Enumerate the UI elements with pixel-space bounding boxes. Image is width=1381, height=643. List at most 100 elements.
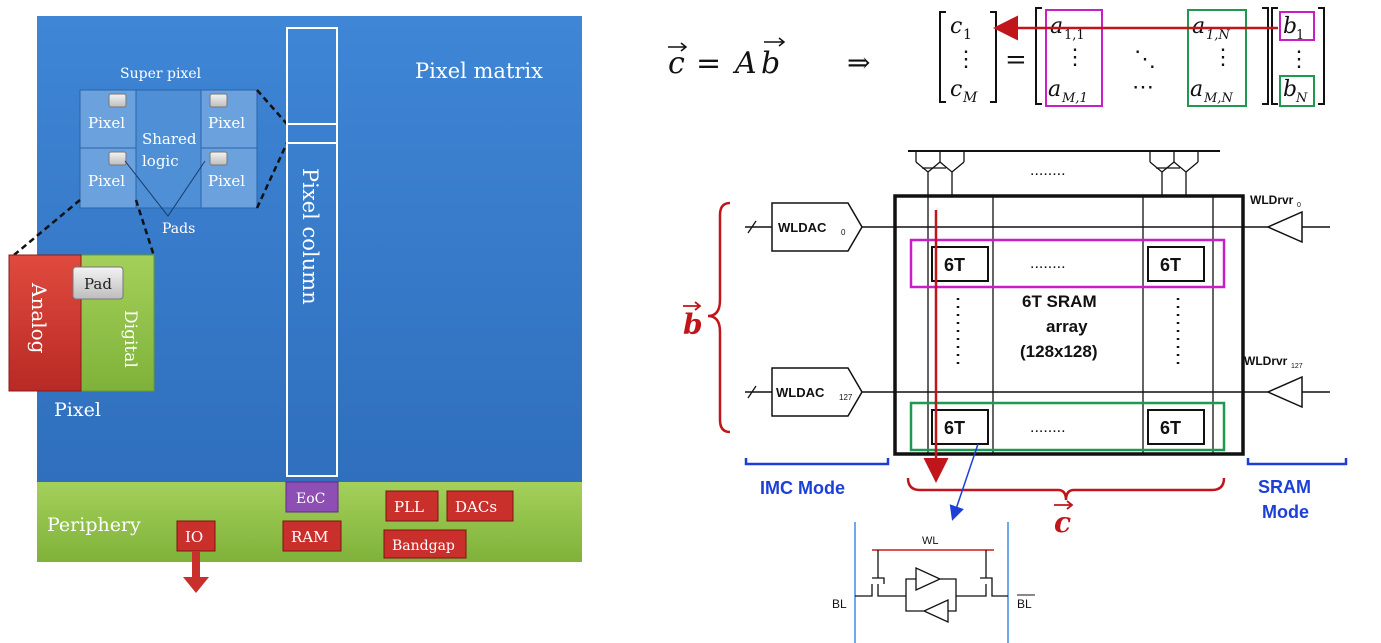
col-highlight-box [909, 401, 1226, 452]
eq-lhs: c [668, 46, 685, 81]
eq-aMN: a [1190, 77, 1203, 102]
pixel-zoom-label: Pixel [54, 399, 101, 421]
c-label: c [1054, 506, 1071, 539]
row-dots: ........ [1030, 255, 1066, 272]
pixel-column-box [286, 27, 338, 477]
sram-cell-label: 6T [944, 255, 965, 275]
eq-c1-sub: 1 [963, 27, 972, 43]
ram-block [282, 520, 342, 552]
super-pixel: Super pixel Pixel Pixel Pixel Pixel Shar… [79, 66, 258, 237]
super-pixel-cell-tl [79, 89, 137, 149]
sram-cell [931, 409, 989, 445]
wl-slash [747, 220, 757, 234]
eq-c1: c [950, 14, 962, 39]
pixel-label-tl: Pixel [88, 114, 125, 132]
pixel-label-br: Pixel [208, 172, 245, 190]
array-label: (128x128) [1020, 342, 1098, 361]
digital-label: Digital [120, 310, 140, 368]
eq-aM1: a [1048, 77, 1061, 102]
highlight-col-box [1187, 9, 1247, 107]
eoc-label: EoC [296, 491, 325, 507]
pad-label: Pad [84, 275, 112, 293]
eq-vdots: ⋮ [955, 47, 977, 72]
vector-arrow-icon [683, 301, 702, 311]
wldrvr0-sub: 0 [1297, 202, 1301, 209]
zoom-line [13, 199, 81, 256]
io-block [176, 520, 216, 552]
bracket [939, 11, 946, 103]
eq-cM: c [950, 77, 962, 102]
eq-ddots: ⋱ [1134, 47, 1156, 72]
pads-label: Pads [162, 221, 195, 237]
pad-icon [108, 151, 127, 166]
bracket [1262, 7, 1269, 105]
eq-implies: ⇒ [847, 46, 870, 79]
io-label: IO [185, 528, 203, 546]
access-transistor-left [855, 550, 898, 597]
row-highlight-box [909, 238, 1226, 289]
eq-a11-sub: 1,1 [1064, 28, 1085, 43]
vector-arrow-icon [764, 37, 786, 47]
sram-cell [1147, 409, 1205, 445]
eq-vdots: ⋮ [1064, 45, 1086, 70]
wldac0-label: WLDAC [778, 220, 827, 235]
highlight-row-box [1045, 9, 1103, 107]
sram-diagram: ........ WLDAC 0 WLDAC 127 WLDrvr 0 WLDr… [683, 150, 1348, 643]
sram-cell [1147, 246, 1205, 282]
blb-label: BL [1017, 597, 1032, 611]
eq-hdots: ⋯ [1132, 75, 1154, 100]
eq-equals: = [1005, 45, 1027, 75]
zoom-line [255, 142, 289, 209]
wldrvr0-label: WLDrvr [1250, 193, 1294, 207]
pad-icon [108, 93, 127, 108]
eq-bN-sub: N [1295, 91, 1308, 106]
bl-label: BL [832, 597, 847, 611]
ram-label: RAM [291, 528, 329, 546]
pixel-column-label: Pixel column [298, 168, 322, 305]
eq-aMN-sub: M,N [1203, 91, 1233, 106]
highlight-b1-box [1279, 11, 1315, 41]
imc-mode-label: IMC Mode [760, 478, 845, 498]
latch-wires [898, 578, 964, 612]
pixel-column: Pixel column [286, 27, 338, 477]
sram-cell-label: 6T [944, 418, 965, 438]
sram-array-box [893, 194, 1245, 456]
bracket [1271, 7, 1278, 105]
wldac127-label: WLDAC [776, 385, 825, 400]
wldac127-block [771, 367, 863, 417]
wldrvr0-icon [1266, 210, 1303, 244]
pixel-zoom: Analog Digital Pad Pixel [8, 254, 155, 421]
sram-cell-label: 6T [1160, 255, 1181, 275]
blue-arrow [949, 443, 979, 521]
access-transistor-right [964, 550, 1008, 597]
eoc-block [285, 481, 339, 513]
precharge-dots: ........ [1030, 162, 1066, 179]
wldrvr127-sub: 127 [1291, 363, 1303, 370]
equation: c = A b ⇒ c 1 ⋮ c M = a 1,1 a 1,N ⋮ ⋱ ⋮ … [668, 7, 1325, 107]
bandgap-block [383, 529, 467, 559]
bracket [1318, 7, 1325, 105]
pads-pointer [124, 160, 206, 217]
io-arrow-head [183, 577, 209, 593]
eq-aM1-sub: M,1 [1061, 91, 1088, 106]
row-dots: ........ [1030, 419, 1066, 436]
super-pixel-cell-bl [79, 147, 137, 209]
eq-b1: b [1283, 14, 1297, 39]
bracket [990, 11, 997, 103]
pixel-label-bl: Pixel [88, 172, 125, 190]
bandgap-label: Bandgap [392, 538, 455, 554]
eq-matrix: A [732, 46, 757, 81]
bracket [1035, 7, 1042, 105]
shared-logic-label: Shared [142, 130, 197, 148]
sram-cell-label: 6T [1160, 418, 1181, 438]
eq-a1N-sub: 1,N [1206, 28, 1230, 43]
eq-vdots: ⋮ [1288, 47, 1310, 72]
precharge-left [915, 151, 965, 196]
b-label: b [683, 308, 703, 341]
inverter-top [915, 566, 945, 592]
dacs-label: DACs [455, 498, 497, 516]
dacs-block [446, 490, 514, 522]
wldac127-sub: 127 [839, 393, 853, 402]
zoom-line [256, 89, 288, 125]
eq-bN: b [1283, 77, 1297, 102]
